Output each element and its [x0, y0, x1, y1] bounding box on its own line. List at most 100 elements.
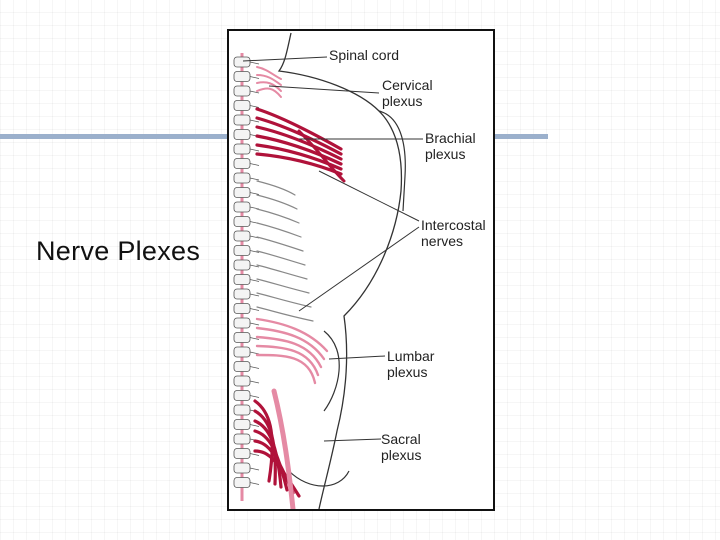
vertebra-process	[249, 61, 260, 65]
label-spinal-cord: Spinal cord	[329, 47, 400, 63]
sacral-nerve	[253, 399, 274, 483]
vertebra-process	[249, 351, 260, 355]
vertebra-process	[249, 467, 260, 471]
vertebra-process	[249, 177, 260, 181]
intercostal-nerve	[256, 292, 312, 308]
intercostal-nerve	[256, 180, 296, 196]
vertebra-process	[249, 264, 260, 268]
vertebra-process	[249, 395, 260, 398]
vertebra	[233, 245, 251, 256]
vertebra-process	[249, 453, 260, 456]
vertebra-process	[249, 250, 260, 253]
intercostal-nerve	[256, 222, 302, 238]
vertebra-process	[249, 380, 260, 384]
vertebra	[233, 433, 251, 445]
slide-title: Nerve Plexes	[36, 236, 201, 266]
vertebra-process	[249, 76, 260, 79]
intercostal-nerve	[256, 194, 298, 210]
intercostal-nerve	[256, 236, 304, 252]
vertebra-process	[249, 366, 260, 369]
vertebra	[233, 114, 251, 126]
sciatic-nerve	[271, 388, 296, 509]
vertebra-process	[249, 192, 260, 195]
vertebra-process	[249, 148, 260, 152]
vertebra	[233, 332, 251, 343]
vertebra-process	[249, 322, 260, 326]
vertebra-process	[249, 279, 260, 282]
vertebra-process	[249, 337, 260, 340]
vertebra-process	[249, 424, 260, 427]
nerve-plexus-figure: Spinal cord Cervical plexus Brachial ple…	[227, 29, 495, 511]
leader-lines	[242, 56, 423, 442]
vertebra	[233, 361, 251, 372]
vertebra-process	[249, 119, 260, 123]
vertebra	[233, 56, 251, 68]
vertebra	[233, 462, 251, 474]
lumbar-nerve	[255, 344, 320, 377]
hip-outline	[288, 330, 350, 487]
cervical-nerve	[256, 74, 282, 86]
cervical-nerve	[256, 87, 282, 98]
lumbar-nerve	[255, 335, 323, 369]
vertebra	[233, 317, 251, 329]
vertebra	[233, 100, 251, 111]
vertebra-process	[249, 90, 260, 94]
brachial-nerve	[297, 129, 346, 183]
vertebra	[233, 172, 251, 184]
intercostal-nerve	[256, 250, 306, 266]
label-cervical-plexus: Cervical plexus	[382, 77, 433, 109]
vertebra	[233, 143, 251, 155]
brachial-nerve	[255, 152, 343, 176]
vertebra	[233, 419, 251, 430]
brachial-nerve	[255, 116, 343, 156]
body-outline	[277, 32, 403, 509]
sacral-nerve	[253, 409, 277, 486]
cervical-nerve	[256, 66, 282, 80]
nerve-branches	[253, 66, 346, 509]
vertebra	[233, 375, 251, 387]
cervical-nerve	[256, 81, 282, 92]
lumbar-nerve	[255, 353, 317, 385]
lumbar-nerve	[255, 326, 326, 361]
sacral-nerve	[253, 449, 301, 498]
accent-bar-right	[495, 134, 548, 139]
brachial-nerve	[255, 134, 343, 166]
vertebra	[233, 404, 251, 416]
sacral-nerve	[253, 419, 283, 489]
vertebra	[233, 129, 251, 140]
vertebra	[233, 288, 251, 300]
vertebra	[233, 187, 251, 198]
anatomy-illustration	[233, 32, 423, 509]
intercostal-nerve	[256, 264, 308, 280]
intercostal-nerve	[256, 278, 310, 294]
label-intercostal-nerves: Intercostal nerves	[421, 217, 486, 249]
vertebra	[233, 477, 251, 488]
vertebra-process	[249, 163, 260, 166]
brachial-nerve	[255, 125, 343, 161]
lumbar-nerve	[255, 317, 329, 353]
vertebra	[233, 216, 251, 227]
label-sacral-plexus: Sacral plexus	[381, 431, 422, 463]
brachial-nerve	[255, 143, 343, 171]
accent-bar-left	[0, 134, 227, 139]
vertebra	[233, 71, 251, 82]
vertebra-process	[249, 482, 260, 485]
vertebra	[233, 346, 251, 358]
vertebra	[233, 303, 251, 314]
vertebra	[233, 201, 251, 213]
shoulder-outline	[378, 110, 406, 212]
intercostal-nerve	[256, 208, 300, 224]
label-lumbar-plexus: Lumbar plexus	[387, 348, 435, 380]
vertebra	[233, 158, 251, 169]
intercostal-nerve	[256, 306, 314, 322]
vertebra	[233, 85, 251, 97]
vertebra	[233, 390, 251, 401]
sacral-nerve	[253, 429, 289, 492]
vertebra	[233, 448, 251, 459]
label-brachial-plexus: Brachial plexus	[425, 130, 476, 162]
vertebra-process	[249, 308, 260, 311]
vertebra	[233, 274, 251, 285]
brachial-nerve	[255, 107, 343, 151]
vertebra-process	[249, 105, 260, 108]
vertebra	[233, 259, 251, 271]
